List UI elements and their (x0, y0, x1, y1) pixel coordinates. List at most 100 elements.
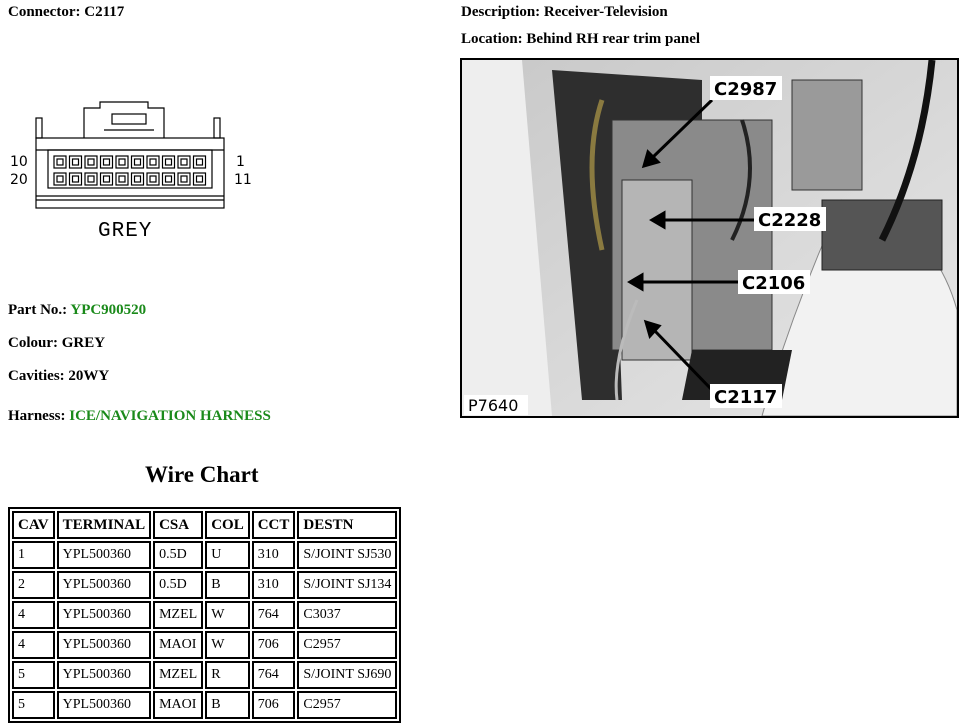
pin-terminal (118, 175, 126, 183)
pin-cavity (53, 172, 67, 186)
column-header: DESTN (297, 511, 398, 539)
location-line: Location: Behind RH rear trim panel (461, 31, 700, 48)
description-label: Description: (461, 4, 541, 20)
pin-cavity (53, 155, 67, 169)
table-cell: W (205, 601, 250, 629)
callout-c2228: C2228 (758, 210, 821, 231)
pin-terminal (149, 175, 157, 183)
callout-c2106: C2106 (742, 273, 805, 294)
location-photo: C2987 C2228 C2106 C2117 P7640 (460, 58, 959, 418)
pin-cavity (99, 172, 114, 186)
table-cell: C2957 (297, 691, 398, 719)
pin-terminal (56, 158, 64, 166)
connector-value: C2117 (84, 4, 125, 20)
table-cell: S/JOINT SJ690 (297, 661, 398, 689)
table-cell: 1 (12, 541, 55, 569)
column-header: CCT (251, 511, 296, 539)
table-cell: 5 (12, 691, 55, 719)
table-cell: YPL500360 (56, 571, 152, 599)
table-cell: YPL500360 (56, 541, 152, 569)
pin-terminal (133, 158, 142, 166)
wire-chart-title: Wire Chart (145, 462, 259, 487)
pin-cavity (84, 172, 98, 186)
pin-label-10: 10 (10, 154, 28, 170)
cavities-label: Cavities: (8, 368, 65, 384)
pin-label-11: 11 (234, 172, 252, 188)
table-cell: 4 (12, 631, 55, 659)
harness-line: Harness: ICE/NAVIGATION HARNESS (8, 408, 271, 425)
table-cell: 5 (12, 661, 55, 689)
pin-label-1: 1 (236, 154, 245, 170)
table-cell: MZEL (153, 601, 204, 629)
cavities-line: Cavities: 20WY (8, 368, 109, 385)
table-cell: 2 (12, 571, 55, 599)
table-cell: YPL500360 (56, 661, 152, 689)
pin-terminal (87, 175, 95, 183)
pin-cavity (130, 172, 145, 186)
pin-label-20: 20 (10, 172, 28, 188)
pin-cavity (192, 155, 207, 169)
table-cell: 706 (251, 631, 296, 659)
harness-link[interactable]: ICE/NAVIGATION HARNESS (69, 408, 271, 424)
table-cell: MAOI (153, 691, 204, 719)
column-header: CSA (153, 511, 204, 539)
pin-terminal (180, 175, 188, 183)
connector-line: Connector: C2117 (8, 4, 124, 21)
pin-cavity (161, 155, 176, 169)
pin-cavity (68, 155, 83, 169)
pin-cavity (115, 172, 129, 186)
pin-terminal (195, 175, 204, 183)
pin-cavity (177, 155, 191, 169)
pin-terminal (118, 158, 126, 166)
pin-cavity (192, 172, 207, 186)
description-line: Description: Receiver-Television (461, 4, 668, 21)
pin-cavity (161, 172, 176, 186)
table-cell: R (205, 661, 250, 689)
table-cell: YPL500360 (56, 691, 152, 719)
pin-cavity (130, 155, 145, 169)
table-cell: C3037 (297, 601, 398, 629)
table-cell: YPL500360 (56, 631, 152, 659)
table-cell: W (205, 631, 250, 659)
table-cell: S/JOINT SJ134 (297, 571, 398, 599)
part-number-link[interactable]: YPC900520 (70, 302, 147, 318)
colour-label: Colour: (8, 335, 58, 351)
harness-label: Harness: (8, 408, 66, 424)
column-header: COL (205, 511, 250, 539)
location-value: Behind RH rear trim panel (526, 31, 701, 47)
table-cell: 764 (251, 601, 296, 629)
part-label: Part No.: (8, 302, 68, 318)
colour-value: GREY (61, 335, 106, 351)
table-cell: 764 (251, 661, 296, 689)
diagram-colour-text: GREY (98, 220, 152, 243)
pin-terminal (164, 158, 173, 166)
pin-terminal (102, 158, 111, 166)
photo-ref: P7640 (468, 396, 518, 415)
table-cell: MZEL (153, 661, 204, 689)
table-cell: B (205, 691, 250, 719)
table-cell: B (205, 571, 250, 599)
table-cell: 310 (251, 571, 296, 599)
table-cell: YPL500360 (56, 601, 152, 629)
table-cell: 0.5D (153, 571, 204, 599)
pin-terminal (133, 175, 142, 183)
pin-cavity (68, 172, 83, 186)
pin-terminal (102, 175, 111, 183)
table-cell: 0.5D (153, 541, 204, 569)
table-cell: 706 (251, 691, 296, 719)
description-value: Receiver-Television (543, 4, 668, 20)
pin-cavity (177, 172, 191, 186)
pin-terminal (149, 158, 157, 166)
pin-terminal (71, 158, 80, 166)
pin-cavity (146, 172, 160, 186)
cavities-value: 20WY (68, 368, 110, 384)
pin-terminal (195, 158, 204, 166)
pin-terminal (71, 175, 80, 183)
